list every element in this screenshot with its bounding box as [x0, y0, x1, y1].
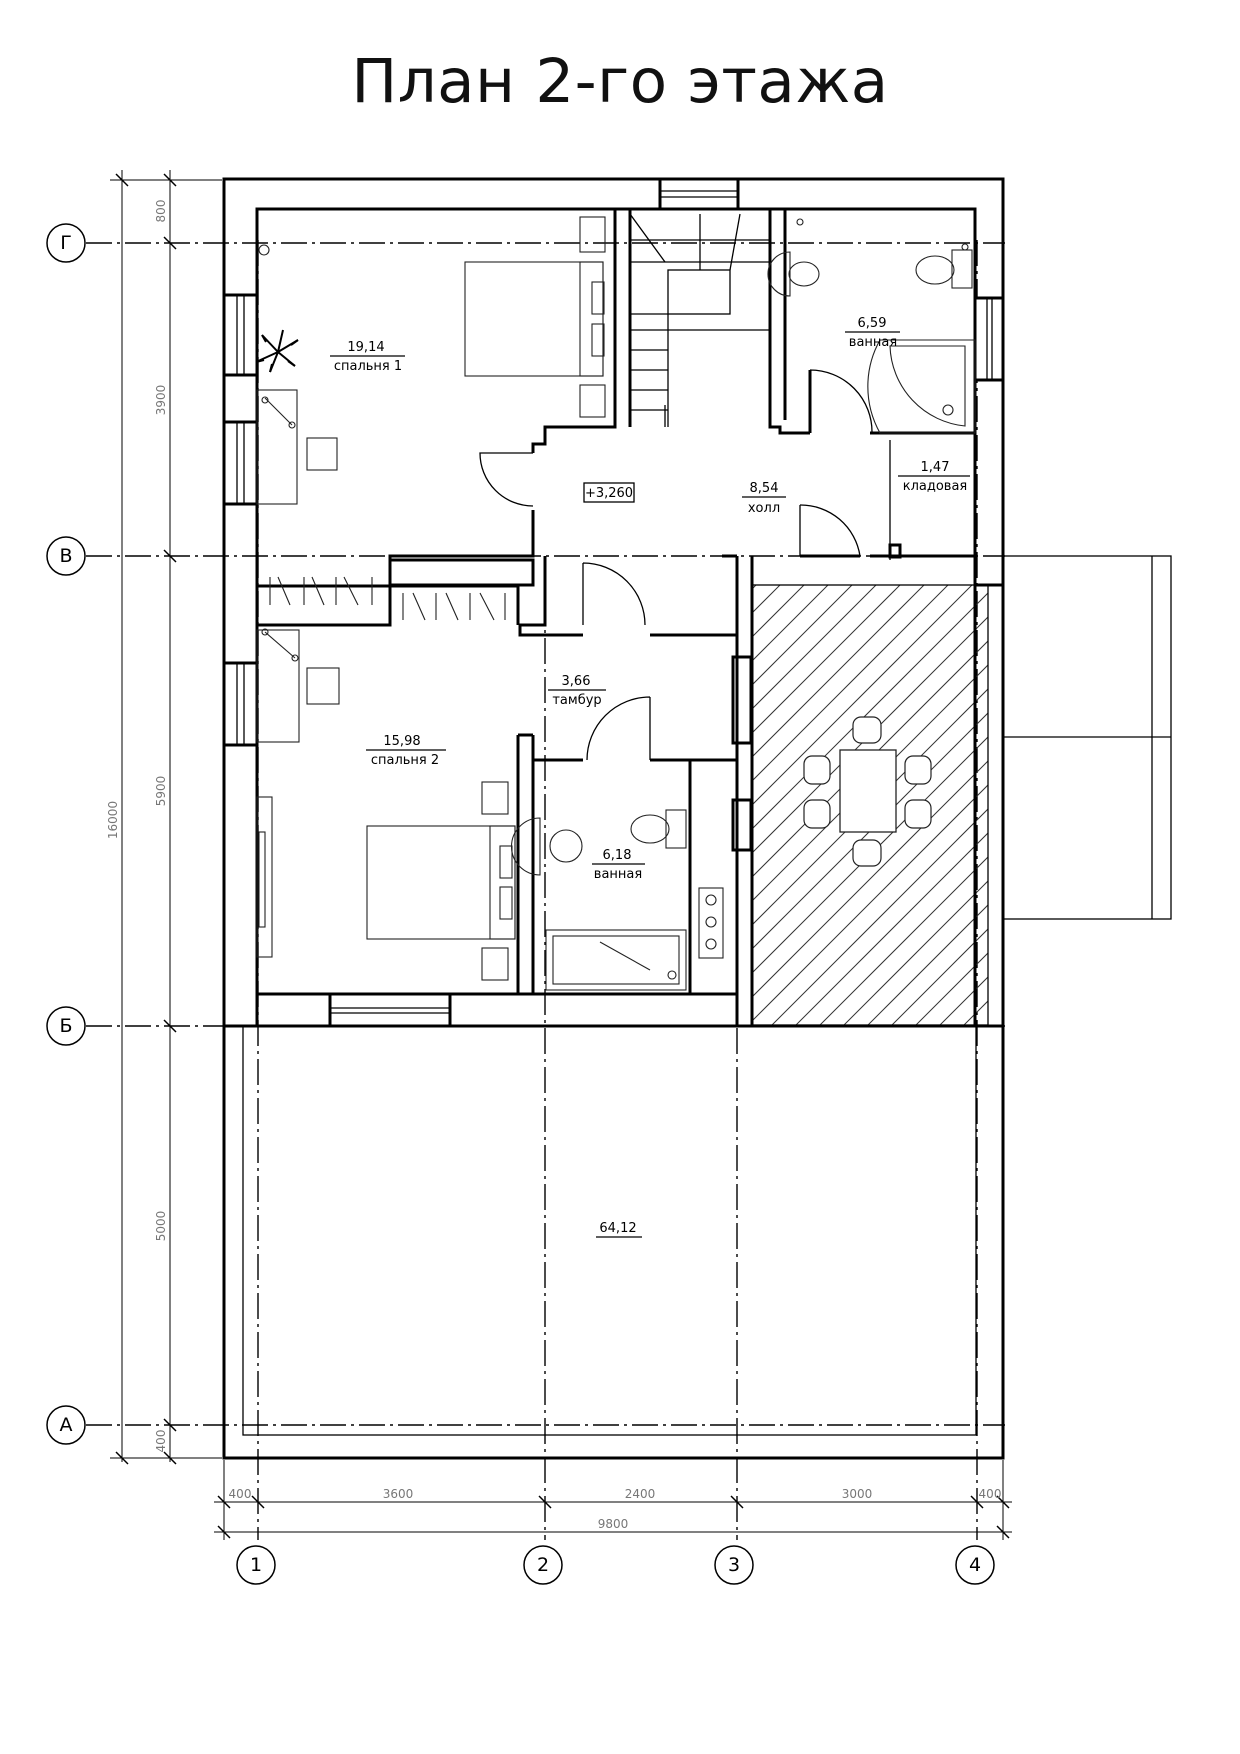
bedroom-2-furniture: [256, 576, 516, 981]
dim-16000: 16000: [106, 801, 120, 839]
room-area: 1,47: [921, 460, 950, 475]
axis-label-g: Г: [60, 232, 72, 254]
room-area: 15,98: [383, 734, 420, 749]
dim-800: 800: [154, 200, 168, 223]
hatch-line: [771, 808, 988, 1025]
roof-area: [222, 1024, 1005, 1460]
dimension-horizontal: 400 3600 2400 3000 400 9800: [214, 1460, 1012, 1540]
hatch-line: [752, 760, 988, 998]
hatch-line: [891, 928, 988, 1025]
axis-label-v: В: [59, 545, 72, 567]
room-labels: 19,14 спальня 1 6,59 ванная 8,54 холл 1,…: [330, 316, 970, 1238]
axis-label-3: 3: [728, 1554, 740, 1576]
dim-3600: 3600: [383, 1487, 414, 1501]
dim-5000: 5000: [154, 1211, 168, 1242]
right-canopy: [1002, 555, 1172, 920]
page-title: План 2-го этажа: [351, 46, 889, 117]
hatch-line: [752, 585, 925, 758]
room-name: ванная: [594, 867, 642, 882]
hatch-line: [752, 585, 949, 782]
hatch-line: [843, 880, 988, 1025]
hatch-line: [752, 585, 973, 806]
axis-bubbles: Г В Б А 1 2 3 4: [46, 223, 995, 1585]
hatch-line: [752, 784, 988, 1022]
hatch-line: [752, 585, 781, 614]
hatch-line: [752, 585, 901, 734]
terrace-dining-set: [803, 716, 932, 867]
room-name: спальня 2: [371, 753, 439, 768]
hatch-line: [915, 952, 988, 1025]
axis-label-b: Б: [59, 1015, 72, 1037]
hatch-line: [987, 1024, 988, 1025]
dim-5900: 5900: [154, 776, 168, 807]
room-area: 19,14: [347, 340, 384, 355]
axis-label-a: А: [60, 1414, 73, 1436]
room-area: 6,59: [858, 316, 887, 331]
level-mark-text: +3,260: [585, 486, 633, 501]
bedroom-1-furniture: [256, 216, 606, 505]
dim-400-h1: 400: [229, 1487, 252, 1501]
dim-400-v: 400: [154, 1430, 168, 1453]
axis-label-4: 4: [969, 1554, 981, 1576]
room-area: 8,54: [750, 481, 779, 496]
axis-label-2: 2: [537, 1554, 549, 1576]
room-name: кладовая: [903, 479, 968, 494]
room-name: спальня 1: [334, 359, 402, 374]
hatch-line: [752, 592, 988, 830]
room-area: 3,66: [562, 674, 591, 689]
dimension-vertical: 800 3900 5900 5000 400 16000: [106, 170, 222, 1465]
dim-2400: 2400: [625, 1487, 656, 1501]
bath-2-fixtures: [511, 809, 724, 991]
level-mark: +3,260: [583, 482, 635, 503]
hatch-line: [867, 904, 988, 1025]
hatch-line: [752, 585, 853, 686]
hatch-line: [819, 856, 988, 1025]
plant-icon: [255, 329, 299, 373]
hatch-line: [752, 616, 988, 854]
dim-3000: 3000: [842, 1487, 873, 1501]
axis-label-1: 1: [250, 1554, 262, 1576]
hatch-line: [752, 585, 829, 662]
dim-9800: 9800: [598, 1517, 629, 1531]
dim-400-h2: 400: [979, 1487, 1002, 1501]
dim-3900: 3900: [154, 385, 168, 416]
staircase: [629, 213, 770, 427]
doors: [479, 369, 873, 761]
hatch-line: [963, 1000, 988, 1025]
room-name: холл: [748, 501, 780, 516]
room-area: 64,12: [599, 1221, 636, 1236]
room-name: ванная: [849, 335, 897, 350]
terrace-hatch: [292, 585, 988, 1025]
hatch-line: [292, 585, 732, 1025]
bath-1-fixtures: [767, 218, 976, 434]
hatch-line: [795, 832, 988, 1025]
hatch-line: [939, 976, 988, 1025]
room-name: тамбур: [552, 693, 601, 708]
room-area: 6,18: [603, 848, 632, 863]
hatch-line: [752, 585, 877, 710]
